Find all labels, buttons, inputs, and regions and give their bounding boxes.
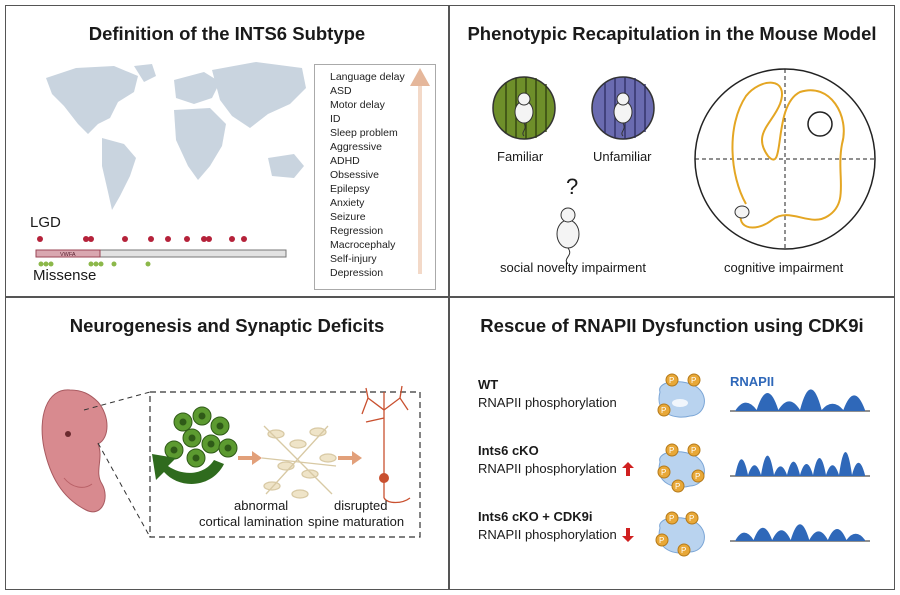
arrow-up-icon bbox=[622, 462, 634, 476]
embryo-icon bbox=[41, 389, 108, 513]
phenotype-item: Motor delay bbox=[330, 99, 385, 111]
arrow-down-icon bbox=[622, 528, 634, 542]
panel-title: Definition of the INTS6 Subtype bbox=[88, 23, 366, 44]
lgd-label: LGD bbox=[30, 214, 61, 231]
zoom-line-top bbox=[83, 391, 151, 411]
phenotype-item: Macrocephaly bbox=[330, 239, 396, 251]
caption-spine-maturation: spine maturation bbox=[308, 514, 405, 529]
unfamiliar-cage-icon bbox=[591, 76, 655, 140]
phenotype-item: Seizure bbox=[330, 211, 366, 223]
panel-title: Neurogenesis and Synaptic Deficits bbox=[69, 315, 385, 336]
open-field-arena bbox=[694, 68, 876, 250]
familiar-label: Familiar bbox=[497, 149, 544, 164]
phenotype-item: Language delay bbox=[330, 71, 405, 83]
cognitive-caption: cognitive impairment bbox=[724, 260, 844, 275]
panel-rescue: Rescue of RNAPII Dysfunction using CDK9i… bbox=[449, 297, 895, 590]
phenotype-item: ASD bbox=[330, 85, 352, 97]
rnapii-label: RNAPII bbox=[730, 374, 775, 389]
rnapii-enzyme-cko: P P P P P bbox=[657, 443, 705, 493]
phenotype-item: Aggressive bbox=[330, 141, 382, 153]
panel-title: Phenotypic Recapitulation in the Mouse M… bbox=[467, 23, 877, 44]
phenotype-list: Language delay ASD Motor delay ID Sleep … bbox=[314, 64, 436, 290]
svg-text:P: P bbox=[669, 446, 674, 455]
arrow-to-mature-neuron bbox=[338, 451, 362, 465]
phospho-icon: P P P P P bbox=[657, 443, 705, 493]
row-cko-desc: RNAPII phosphorylation bbox=[478, 461, 617, 476]
panel-mouse-model: Phenotypic Recapitulation in the Mouse M… bbox=[449, 5, 895, 297]
phenotype-item: Regression bbox=[330, 225, 384, 237]
phenotype-item: Obsessive bbox=[330, 169, 380, 181]
phenotype-item: ADHD bbox=[330, 155, 360, 167]
svg-text:P: P bbox=[695, 472, 700, 481]
test-mouse-icon bbox=[556, 207, 580, 265]
missense-label: Missense bbox=[33, 267, 97, 284]
zoom-box bbox=[149, 391, 421, 538]
rnapii-trace bbox=[735, 452, 865, 476]
phenotype-item: Depression bbox=[330, 267, 384, 279]
row-cko-name: Ints6 cKO bbox=[478, 443, 539, 458]
phenotype-item: Epilepsy bbox=[330, 183, 370, 195]
phenotype-item: ID bbox=[330, 113, 341, 125]
caption-disrupted: disrupted bbox=[334, 498, 388, 513]
svg-text:P: P bbox=[691, 446, 696, 455]
domain-label: VWFA bbox=[60, 252, 76, 258]
svg-text:P: P bbox=[681, 546, 686, 555]
phenotype-item: Self-injury bbox=[330, 253, 377, 265]
question-mark: ? bbox=[566, 174, 579, 199]
phospho-icon: P P P bbox=[657, 373, 701, 417]
rnapii-trace bbox=[735, 389, 865, 411]
world-map: VWFA bbox=[35, 62, 430, 274]
gene-bar: VWFA bbox=[35, 249, 287, 258]
rnapii-enzyme-cdk9i: P P P P bbox=[655, 511, 705, 557]
row-cdk9i-name: Ints6 cKO + CDK9i bbox=[478, 509, 593, 524]
phenotype-item: Anxiety bbox=[330, 197, 365, 209]
row-wt-name: WT bbox=[478, 377, 499, 392]
lgd-variants bbox=[37, 236, 247, 242]
neuron-soma bbox=[379, 473, 389, 483]
svg-text:P: P bbox=[669, 514, 674, 523]
missense-variants bbox=[38, 261, 151, 267]
world-map-landmasses bbox=[46, 62, 306, 210]
row-wt-desc: RNAPII phosphorylation bbox=[478, 395, 617, 410]
rescue-illustration: P P P P P P P P P P P P bbox=[622, 373, 870, 557]
mouse-model-illustration bbox=[492, 68, 876, 265]
svg-text:P: P bbox=[689, 514, 694, 523]
green-cycle-arrow bbox=[152, 454, 224, 484]
mature-neuron bbox=[361, 385, 411, 504]
panel-neurogenesis: Neurogenesis and Synaptic Deficits bbox=[5, 297, 449, 590]
phenotype-item: Sleep problem bbox=[330, 127, 398, 139]
svg-text:P: P bbox=[659, 536, 664, 545]
svg-text:P: P bbox=[661, 468, 666, 477]
progenitor-cells bbox=[164, 406, 238, 468]
neurogenesis-illustration bbox=[41, 385, 421, 538]
svg-text:P: P bbox=[675, 482, 680, 491]
panel-title: Rescue of RNAPII Dysfunction using CDK9i bbox=[480, 315, 864, 336]
arrow-to-neurons bbox=[238, 451, 262, 465]
svg-text:P: P bbox=[691, 376, 696, 385]
zoom-line-bottom bbox=[97, 442, 151, 538]
svg-text:P: P bbox=[669, 376, 674, 385]
migrating-neurons bbox=[261, 425, 337, 499]
svg-text:P: P bbox=[661, 406, 666, 415]
familiar-cage-icon bbox=[492, 76, 556, 140]
rnapii-enzyme-wt: P P P bbox=[657, 373, 705, 418]
unfamiliar-label: Unfamiliar bbox=[593, 149, 652, 164]
caption-abnormal: abnormal bbox=[234, 498, 289, 513]
row-cdk9i-desc: RNAPII phosphorylation bbox=[478, 527, 617, 542]
panel-definition: Definition of the INTS6 Subtype VWFA bbox=[5, 5, 449, 297]
social-caption: social novelty impairment bbox=[500, 260, 646, 275]
rnapii-trace bbox=[735, 524, 865, 541]
phenotype-arrow bbox=[410, 68, 430, 274]
caption-cortical-lamination: cortical lamination bbox=[199, 514, 304, 529]
phospho-icon: P P P P bbox=[655, 511, 699, 557]
